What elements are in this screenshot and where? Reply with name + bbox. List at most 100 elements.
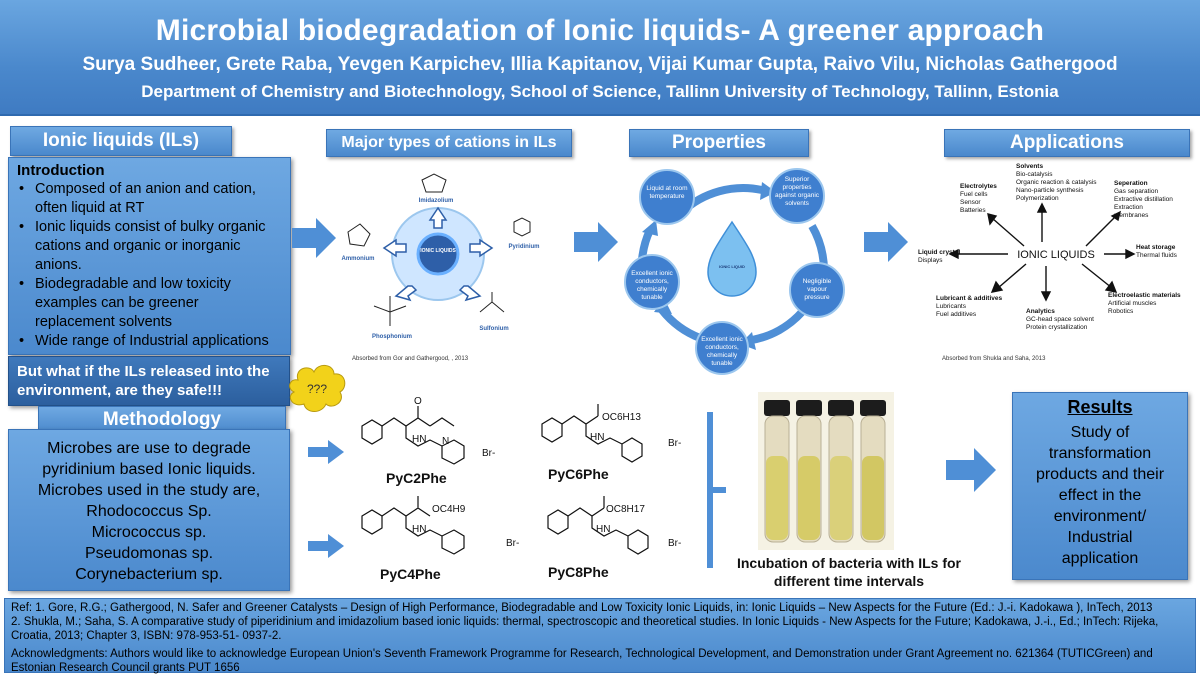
application-title: Heat storage — [1136, 244, 1176, 251]
application-group: Electrolytes Fuel cells Sensor Batteries — [960, 183, 997, 215]
compound-group: HN — [412, 524, 426, 535]
methodology-line: Corynebacterium sp. — [75, 566, 223, 583]
methodology-line: Pseudomonas sp. — [84, 545, 214, 562]
application-title: Solvents — [1016, 163, 1044, 170]
methodology-line: Micrococcus sp. — [91, 524, 207, 541]
property-item: Liquid at room temperature — [646, 185, 688, 200]
applications-tab: Applications — [944, 129, 1190, 157]
drop-label: IONIC LIQUID — [719, 264, 745, 269]
compound-group: HN — [596, 524, 610, 535]
counter-ion: Br- — [482, 448, 495, 459]
compound-group: HN — [590, 432, 604, 443]
application-line: Gas separation — [1114, 188, 1159, 195]
question-cloud-icon: ??? — [289, 365, 346, 412]
arrow-right-icon — [574, 222, 618, 262]
property-item: Superior properties against organic solv… — [774, 176, 820, 207]
reference-1: Ref: 1. Gore, R.G.; Gathergood, N. Safer… — [11, 602, 1153, 614]
application-line: Lubricants — [936, 303, 966, 310]
results-line: products and their — [1035, 466, 1165, 483]
compound-group: N — [442, 436, 449, 447]
application-title: Analytics — [1026, 308, 1055, 315]
application-title: Electroelastic materials — [1108, 292, 1181, 299]
applications-caption: Absorbed from Shukla and Saha, 2013 — [942, 356, 1046, 362]
applications-center-label: IONIC LIQUIDS — [1017, 249, 1095, 261]
results-line: environment/ — [1053, 508, 1147, 525]
bacteria-vials — [758, 392, 894, 550]
application-line: Organic reaction & catalysis — [1016, 179, 1097, 186]
introduction-panel: Introduction Composed of an anion and ca… — [8, 157, 291, 355]
results-heading: Results — [1067, 397, 1133, 417]
application-line: Extractive distillation — [1114, 196, 1173, 203]
ils-tab: Ionic liquids (ILs) — [10, 126, 232, 156]
counter-ion: Br- — [506, 538, 519, 549]
properties-tab: Properties — [629, 129, 809, 157]
application-group: Heat storage Thermal fluids — [1136, 244, 1177, 260]
safety-question: But what if the ILs released into the en… — [8, 356, 290, 406]
acknowledgments: Acknowledgments: Authors would like to a… — [11, 648, 1153, 674]
property-item: Negligible vapour pressure — [802, 278, 832, 301]
results-panel: Results Study of transformation products… — [1012, 392, 1188, 580]
bracket-connector — [707, 412, 726, 568]
compound-group: OC6H13 — [602, 412, 641, 423]
application-line: Protein crystallization — [1026, 324, 1088, 331]
results-line: effect in the — [1058, 487, 1142, 504]
arrow-right-icon — [308, 534, 344, 558]
application-line: Nano-particle synthesis — [1016, 187, 1084, 194]
introduction-list: Composed of an anion and cation, often l… — [17, 180, 282, 351]
compound-name: PyC8Phe — [548, 564, 609, 580]
application-group: Solvents Bio-catalysis Organic reaction … — [1016, 163, 1097, 203]
application-line: Extraction — [1114, 204, 1143, 211]
cation-diagram: IONIC LIQUIDS Imidazolium Pyridinium Sul… — [342, 173, 540, 340]
property-item: Excellent ionic conductors, chemically t… — [701, 336, 743, 367]
references-panel: Ref: 1. Gore, R.G.; Gathergood, N. Safer… — [4, 598, 1196, 674]
incubation-caption: Incubation of bacteria with ILs for diff… — [736, 555, 961, 589]
results-line: Industrial — [1067, 529, 1133, 546]
applications-diagram: IONIC LIQUIDS — [948, 202, 1136, 302]
author-list: Surya Sudheer, Grete Raba, Yevgen Karpic… — [82, 54, 1118, 75]
poster-title: Microbial biodegradation of Ionic liquid… — [155, 14, 1045, 47]
application-line: Polymerization — [1016, 195, 1059, 202]
property-item: Excellent ionic conductors, chemically t… — [631, 270, 673, 301]
compound-name: PyC4Phe — [380, 566, 441, 582]
methodology-panel: Microbes are use to degrade pyridinium b… — [8, 429, 290, 591]
methodology-line: Microbes used in the study are, — [37, 482, 261, 499]
cation-center-label: IONIC LIQUIDS — [420, 248, 456, 254]
compound-name: PyC6Phe — [548, 466, 609, 482]
arrow-right-icon — [946, 448, 996, 492]
cloud-text: ??? — [307, 382, 327, 396]
application-line: Batteries — [960, 207, 986, 214]
application-line: Displays — [918, 257, 943, 264]
application-title: Electrolytes — [960, 183, 997, 190]
application-line: membranes — [1114, 212, 1149, 219]
reference-2: 2. Shukla, M.; Saha, S. A comparative st… — [11, 616, 1159, 642]
properties-cycle: IONIC LIQUID — [624, 168, 845, 375]
application-title: Lubricant & additives — [936, 295, 1003, 302]
application-line: Robotics — [1108, 308, 1134, 315]
compound-group: OC4H9 — [432, 504, 466, 515]
application-title: Seperation — [1114, 180, 1148, 187]
application-line: Artificial muscles — [1108, 300, 1157, 307]
introduction-bullet: Composed of an anion and cation, often l… — [17, 180, 282, 218]
application-group: Electroelastic materials Artificial musc… — [1108, 292, 1181, 316]
counter-ion: Br- — [668, 538, 681, 549]
results-line: Study of — [1070, 424, 1130, 441]
application-group: Lubricant & additives Lubricants Fuel ad… — [936, 295, 1002, 319]
introduction-bullet: Wide range of Industrial applications — [17, 332, 282, 351]
methodology-line: Microbes are use to degrade — [47, 440, 251, 457]
affiliation: Department of Chemistry and Biotechnolog… — [141, 82, 1059, 101]
methodology-line: Rhodococcus Sp. — [86, 503, 212, 520]
application-line: GC-head space solvent — [1026, 316, 1094, 323]
results-line: application — [1061, 550, 1139, 567]
title-banner: Microbial biodegradation of Ionic liquid… — [0, 0, 1200, 116]
cations-tab: Major types of cations in ILs — [326, 129, 572, 157]
application-line: Sensor — [960, 199, 981, 206]
introduction-heading: Introduction — [17, 162, 105, 179]
application-line: Bio-catalysis — [1016, 171, 1053, 178]
compound-group: O — [414, 396, 422, 407]
cation-label: Imidazolium — [419, 198, 454, 204]
application-group: Analytics GC-head space solvent Protein … — [1026, 308, 1094, 332]
application-group: Liquid crystal Displays — [918, 249, 960, 265]
methodology-line: pyridinium based Ionic liquids. — [42, 461, 256, 478]
cation-label: Pyridinium — [508, 244, 539, 250]
cation-label: Phosphonium — [372, 334, 412, 340]
